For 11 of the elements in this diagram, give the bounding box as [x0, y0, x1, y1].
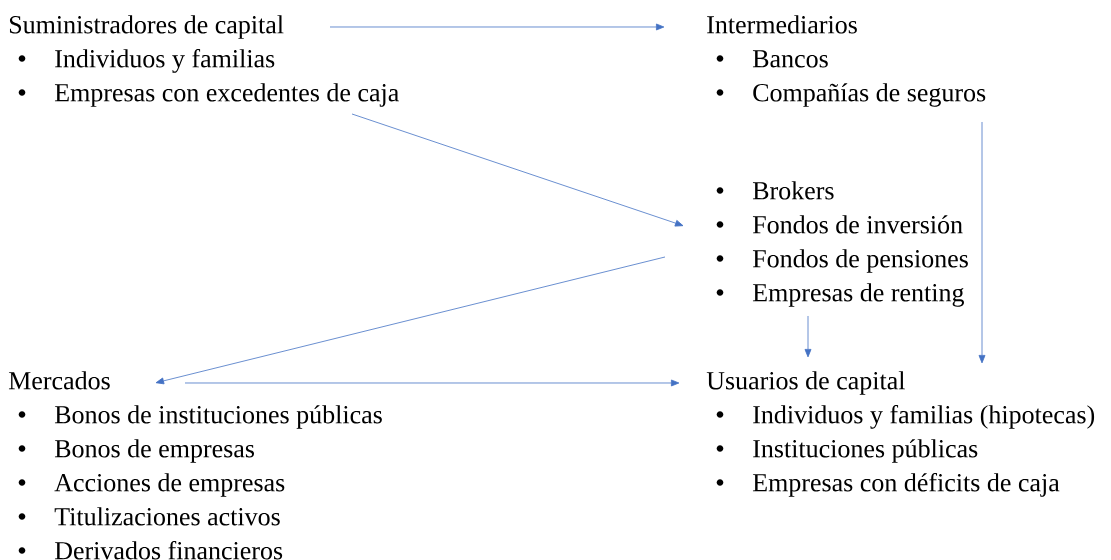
bullet-list: Usuarios de capital Individuos y familias (hipotecas) Instituciones públicas Empresas con déficits de caja [706, 371, 1095, 497]
bullet-list: Suministradores de capital Individuos y familias Empresas con excedentes de caja [9, 15, 399, 107]
arrow [329, 23, 665, 31]
arrow [351, 113, 684, 227]
arrow [978, 121, 986, 364]
bullet-list: Brokers Fondos de inversión Fondos de pensiones Empresas de renting [752, 181, 968, 307]
arrow [804, 315, 812, 358]
arrow [155, 256, 666, 385]
arrow [184, 379, 680, 387]
bullet-list: Intermediarios Bancos Compañías de seguros [707, 15, 986, 107]
bullet-list: Mercados Bonos de instituciones públicas Bonos de empresas Acciones de empresas Titulizaciones activos Derivados financieros [8, 371, 382, 560]
